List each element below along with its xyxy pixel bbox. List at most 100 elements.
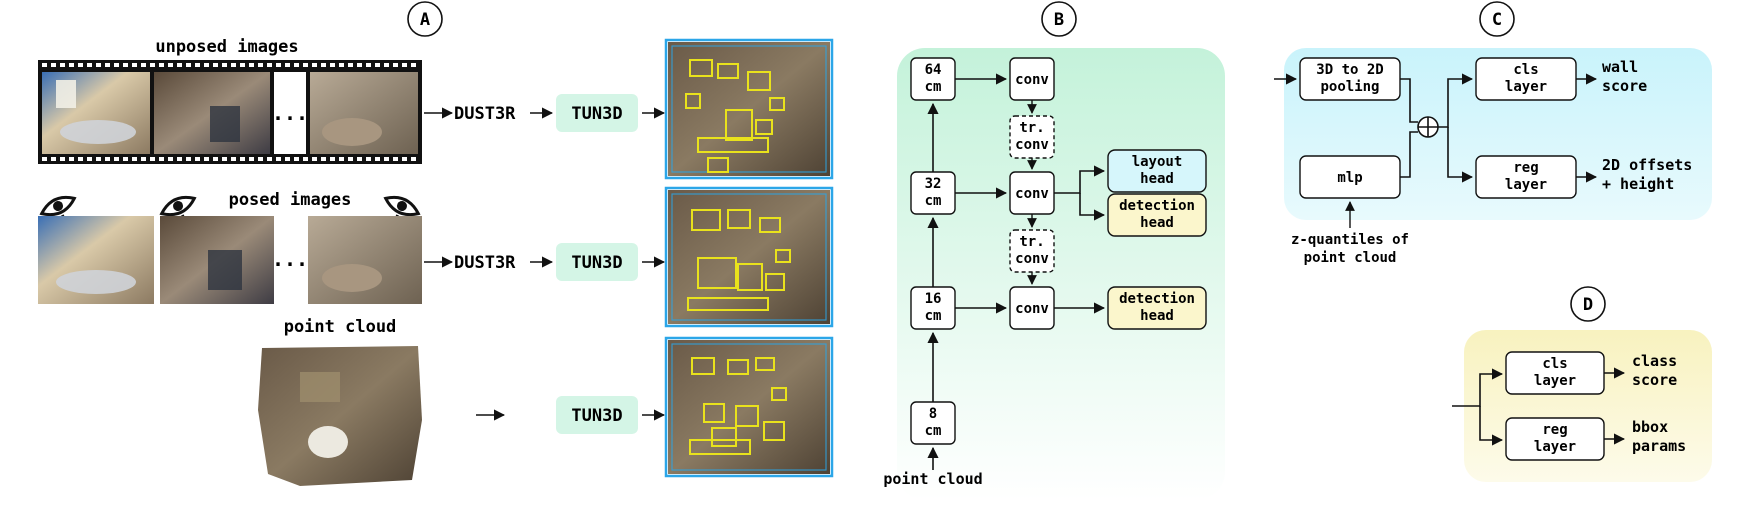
reg-d-l2: layer [1534, 439, 1576, 455]
class-score-l1: class [1632, 352, 1677, 370]
sprocket-hole [204, 63, 209, 67]
unposed-gap [274, 72, 306, 154]
sprocket-hole [285, 157, 290, 161]
sprocket-hole [366, 157, 371, 161]
tr-conv-2-l1: tr. [1019, 234, 1044, 250]
pooling-l1: 3D to 2D [1316, 62, 1383, 78]
sprocket-hole [87, 63, 92, 67]
result-render [664, 186, 834, 328]
detection-box [737, 263, 763, 291]
sprocket-hole [231, 63, 236, 67]
layout-box [664, 38, 834, 180]
sprocket-hole [168, 157, 173, 161]
sprocket-hole [366, 63, 371, 67]
sprocket-hole [213, 157, 218, 161]
reg-d-l1: reg [1542, 422, 1567, 438]
detection-box [707, 157, 729, 173]
detection-box [689, 439, 751, 455]
detection-head-2-l1: detection [1119, 291, 1195, 307]
wall-score-l2: score [1602, 77, 1647, 95]
unposed-ellipsis: ... [272, 101, 308, 125]
sprocket-hole [69, 157, 74, 161]
sprocket-hole [105, 157, 110, 161]
posed-images-title: posed images [229, 190, 352, 210]
sprocket-hole [402, 63, 407, 67]
sprocket-hole [78, 63, 83, 67]
layout-box [664, 336, 834, 478]
detection-box [689, 59, 713, 77]
sprocket-hole [159, 157, 164, 161]
conv-16-label: conv [1015, 301, 1049, 317]
sprocket-hole [276, 157, 281, 161]
svg-text:8cm: 8cm [925, 406, 942, 439]
sprocket-hole [141, 157, 146, 161]
tun3d-label-2: TUN3D [571, 253, 622, 273]
sprocket-hole [132, 63, 137, 67]
sprocket-hole [249, 157, 254, 161]
sprocket-hole [321, 63, 326, 67]
sprocket-hole [150, 157, 155, 161]
point-cloud-image [258, 346, 422, 486]
sprocket-hole [132, 157, 137, 161]
detection-box [697, 137, 769, 153]
sprocket-hole [96, 157, 101, 161]
sprocket-hole [330, 157, 335, 161]
sprocket-hole [213, 63, 218, 67]
detection-box [691, 209, 721, 231]
tr-conv-1: tr.conv [1009, 115, 1055, 159]
result-render [664, 38, 834, 180]
sprocket-hole [402, 157, 407, 161]
scale-32cm-l1: 32 [925, 176, 942, 192]
reg-c-l2: layer [1505, 177, 1547, 193]
detection-box [685, 93, 701, 109]
detection-box [775, 249, 791, 263]
svg-text:2D offsets+ height: 2D offsets+ height [1602, 156, 1692, 193]
sprocket-hole [348, 157, 353, 161]
sprocket-hole [177, 157, 182, 161]
detection-box [747, 71, 771, 91]
detection-box [759, 217, 781, 233]
sprocket-hole [285, 63, 290, 67]
sprocket-hole [60, 63, 65, 67]
detection-box [755, 119, 773, 135]
tr-conv-2: tr.conv [1009, 229, 1055, 273]
detection-box [765, 273, 785, 291]
tun3d-label-1: TUN3D [571, 104, 622, 124]
detection-box [727, 209, 751, 229]
panel-label-b: B [1041, 1, 1077, 37]
point-cloud-title: point cloud [284, 317, 397, 337]
posed-photo-3 [308, 216, 422, 304]
sprocket-hole [339, 63, 344, 67]
layout-box [671, 45, 827, 173]
detection-head-1-l2: head [1140, 215, 1174, 231]
detection-box [687, 297, 769, 311]
offsets-l1: 2D offsets [1602, 156, 1692, 174]
sprocket-hole [168, 63, 173, 67]
conv-64-label: conv [1015, 72, 1049, 88]
sprocket-hole [195, 63, 200, 67]
bbox-params-l1: bbox [1632, 418, 1668, 436]
mlp-label: mlp [1337, 170, 1362, 186]
scale-32cm-l2: cm [925, 193, 942, 209]
scale-16cm-l2: cm [925, 308, 942, 324]
dust3r-label-1: DUST3R [454, 104, 516, 124]
sprocket-hole [339, 157, 344, 161]
sprocket-hole [78, 157, 83, 161]
sprocket-hole [240, 157, 245, 161]
cls-d-l1: cls [1542, 356, 1567, 372]
sum-operator-icon [1417, 116, 1439, 138]
sprocket-hole [258, 157, 263, 161]
sprocket-hole [375, 157, 380, 161]
detection-head-1-l1: detection [1119, 198, 1195, 214]
